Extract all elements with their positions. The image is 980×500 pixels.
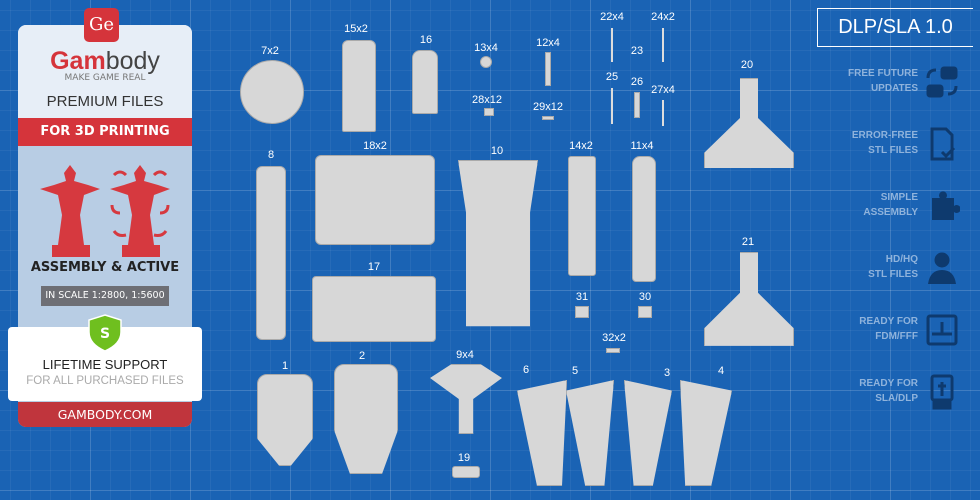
shield-icon: S [88, 314, 122, 352]
part-label: 20 [740, 59, 754, 71]
brand-rest: body [105, 47, 160, 75]
part-label: 3 [663, 367, 671, 379]
part-shape [452, 466, 480, 478]
part-label: 21 [741, 236, 755, 248]
part-label: 6 [522, 364, 530, 376]
part-shape [680, 380, 732, 486]
file-check-icon [930, 127, 956, 161]
brand-logo: Gambody [18, 47, 192, 76]
part-shape [256, 166, 286, 340]
part-shape [662, 100, 664, 126]
figure-icon [928, 252, 956, 284]
part-label: 7x2 [261, 45, 279, 57]
part-shape [542, 116, 554, 120]
part-label: 31 [575, 291, 589, 303]
part-label: 18x2 [363, 140, 387, 152]
part-shape [634, 92, 640, 118]
part-label: 27x4 [651, 84, 675, 96]
for-3d-printing: FOR 3D PRINTING [18, 118, 192, 146]
part-shape [240, 60, 304, 124]
scale-badge: IN SCALE 1:2800, 1:5600 [41, 286, 169, 306]
part-shape [566, 380, 614, 486]
part-shape [315, 155, 435, 245]
part-label: 19 [457, 452, 471, 464]
assembly-active: ASSEMBLY & ACTIVE [30, 260, 180, 275]
part-shape [545, 52, 551, 86]
refresh-icon [926, 66, 958, 98]
sla-printer-icon [930, 374, 954, 410]
part-shape [704, 78, 794, 168]
part-label: 29x12 [533, 101, 563, 113]
part-shape [638, 306, 652, 318]
part-label: 25 [605, 71, 619, 83]
part-label: 16 [419, 34, 433, 46]
svg-text:S: S [100, 326, 110, 342]
fdm-printer-icon [926, 314, 958, 346]
brand-colored: Gam [50, 47, 106, 75]
gambody-logo-icon: Ge [84, 8, 119, 42]
part-shape [458, 160, 538, 327]
part-shape [611, 88, 613, 124]
part-label: 11x4 [630, 140, 654, 152]
part-shape [342, 40, 376, 132]
part-shape [611, 28, 613, 62]
part-shape [312, 276, 436, 342]
part-label: 15x2 [344, 23, 368, 35]
part-label: 23 [630, 45, 644, 57]
part-label: 2 [358, 350, 366, 362]
part-shape [430, 364, 502, 434]
part-shape [606, 348, 620, 353]
part-label: 22x4 [600, 11, 624, 23]
part-shape [704, 252, 794, 346]
part-label: 28x12 [472, 94, 502, 106]
part-shape [412, 50, 438, 114]
promo-panel: Gambody MAKE GAME REAL PREMIUM FILES FOR… [18, 25, 192, 427]
part-shape [517, 380, 567, 486]
part-label: 12x4 [536, 37, 560, 49]
part-label: 32x2 [602, 332, 626, 344]
gambody-link[interactable]: GAMBODY.COM [18, 402, 192, 427]
part-shape [575, 306, 589, 318]
static-figure-icon [40, 165, 100, 257]
puzzle-icon [932, 191, 960, 220]
part-label: 1 [281, 360, 289, 372]
part-shape [568, 156, 596, 276]
part-shape [257, 374, 313, 466]
part-label: 26 [630, 76, 644, 88]
part-label: 14x2 [569, 140, 593, 152]
part-shape [632, 156, 656, 282]
for-all-files: FOR ALL PURCHASED FILES [26, 375, 184, 387]
part-shape [662, 28, 664, 62]
active-figure-icon [110, 165, 170, 257]
part-shape [624, 380, 672, 486]
part-shape [480, 56, 492, 68]
premium-files: PREMIUM FILES [46, 93, 164, 110]
part-label: 4 [717, 365, 725, 377]
version-badge: DLP/SLA 1.0 [817, 8, 973, 47]
part-label: 24x2 [651, 11, 675, 23]
part-label: 10 [490, 145, 504, 157]
part-shape [484, 108, 494, 116]
part-label: 9x4 [456, 349, 474, 361]
lifetime-support: LIFETIME SUPPORT [42, 357, 168, 372]
part-label: 5 [571, 365, 579, 377]
tagline: MAKE GAME REAL [64, 73, 146, 83]
part-label: 8 [267, 149, 275, 161]
part-shape [334, 364, 398, 474]
part-label: 17 [367, 261, 381, 273]
part-label: 13x4 [474, 42, 498, 54]
part-label: 30 [638, 291, 652, 303]
